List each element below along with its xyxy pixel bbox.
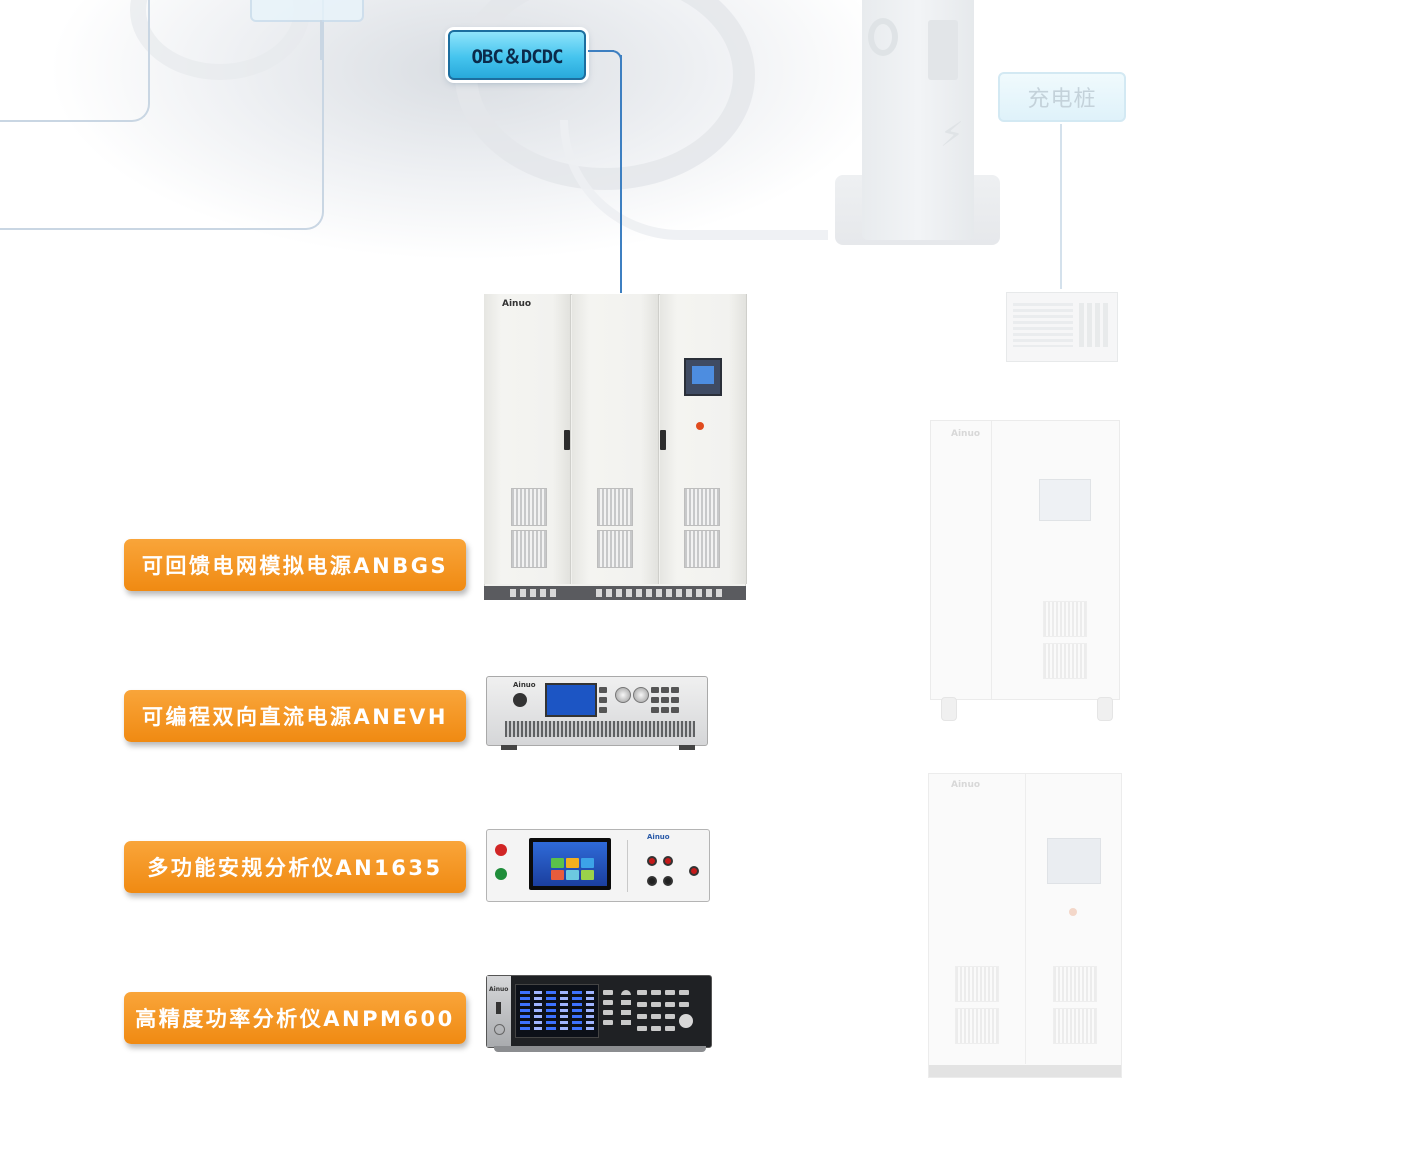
anbgs-cabinet-image: Ainuo: [484, 294, 747, 600]
display-screen: [545, 683, 597, 717]
product-label-an1635[interactable]: 多功能安规分析仪AN1635: [124, 841, 466, 893]
control-screen: [684, 358, 722, 396]
connector-frame: [0, 0, 324, 230]
faded-label-box: [250, 0, 364, 22]
anpm600-power-analyzer-image: Ainuo: [486, 975, 712, 1048]
product-label-anpm600[interactable]: 高精度功率分析仪ANPM600: [124, 992, 466, 1044]
emergency-button-icon: [696, 422, 704, 430]
brand-logo: Ainuo: [647, 833, 670, 841]
brand-logo: Ainuo: [502, 299, 532, 309]
an1635-safety-analyzer-image: Ainuo: [486, 829, 710, 902]
connector-frame: [0, 0, 150, 122]
brand-logo: Ainuo: [513, 681, 536, 689]
touch-screen: [529, 838, 611, 890]
connector-line: [320, 20, 322, 60]
faded-cabinet-image: Ainuo: [930, 420, 1120, 721]
brand-logo: Ainuo: [489, 986, 509, 993]
brand-logo: Ainuo: [951, 780, 981, 790]
connector-line: [1060, 124, 1062, 289]
device-base: [494, 1046, 706, 1052]
measurement-display: [515, 984, 599, 1038]
product-label-anevh[interactable]: 可编程双向直流电源ANEVH: [124, 690, 466, 742]
connector-line: [620, 55, 622, 293]
faded-cabinet-image: Ainuo: [928, 773, 1122, 1078]
lightning-bolt-icon: ⚡: [940, 115, 964, 155]
connector-line: [588, 50, 614, 52]
obc-dcdc-label[interactable]: OBC＆DCDC: [448, 30, 586, 80]
charging-pile-label[interactable]: 充电桩: [998, 72, 1126, 122]
charging-pile-screen: [928, 20, 958, 80]
brand-logo: Ainuo: [951, 429, 981, 439]
faded-power-analyzer-image: [1006, 292, 1118, 362]
anevh-dc-power-supply-image: Ainuo: [486, 676, 708, 750]
product-label-anbgs[interactable]: 可回馈电网模拟电源ANBGS: [124, 539, 466, 591]
charging-nozzle-graphic: [868, 18, 898, 56]
